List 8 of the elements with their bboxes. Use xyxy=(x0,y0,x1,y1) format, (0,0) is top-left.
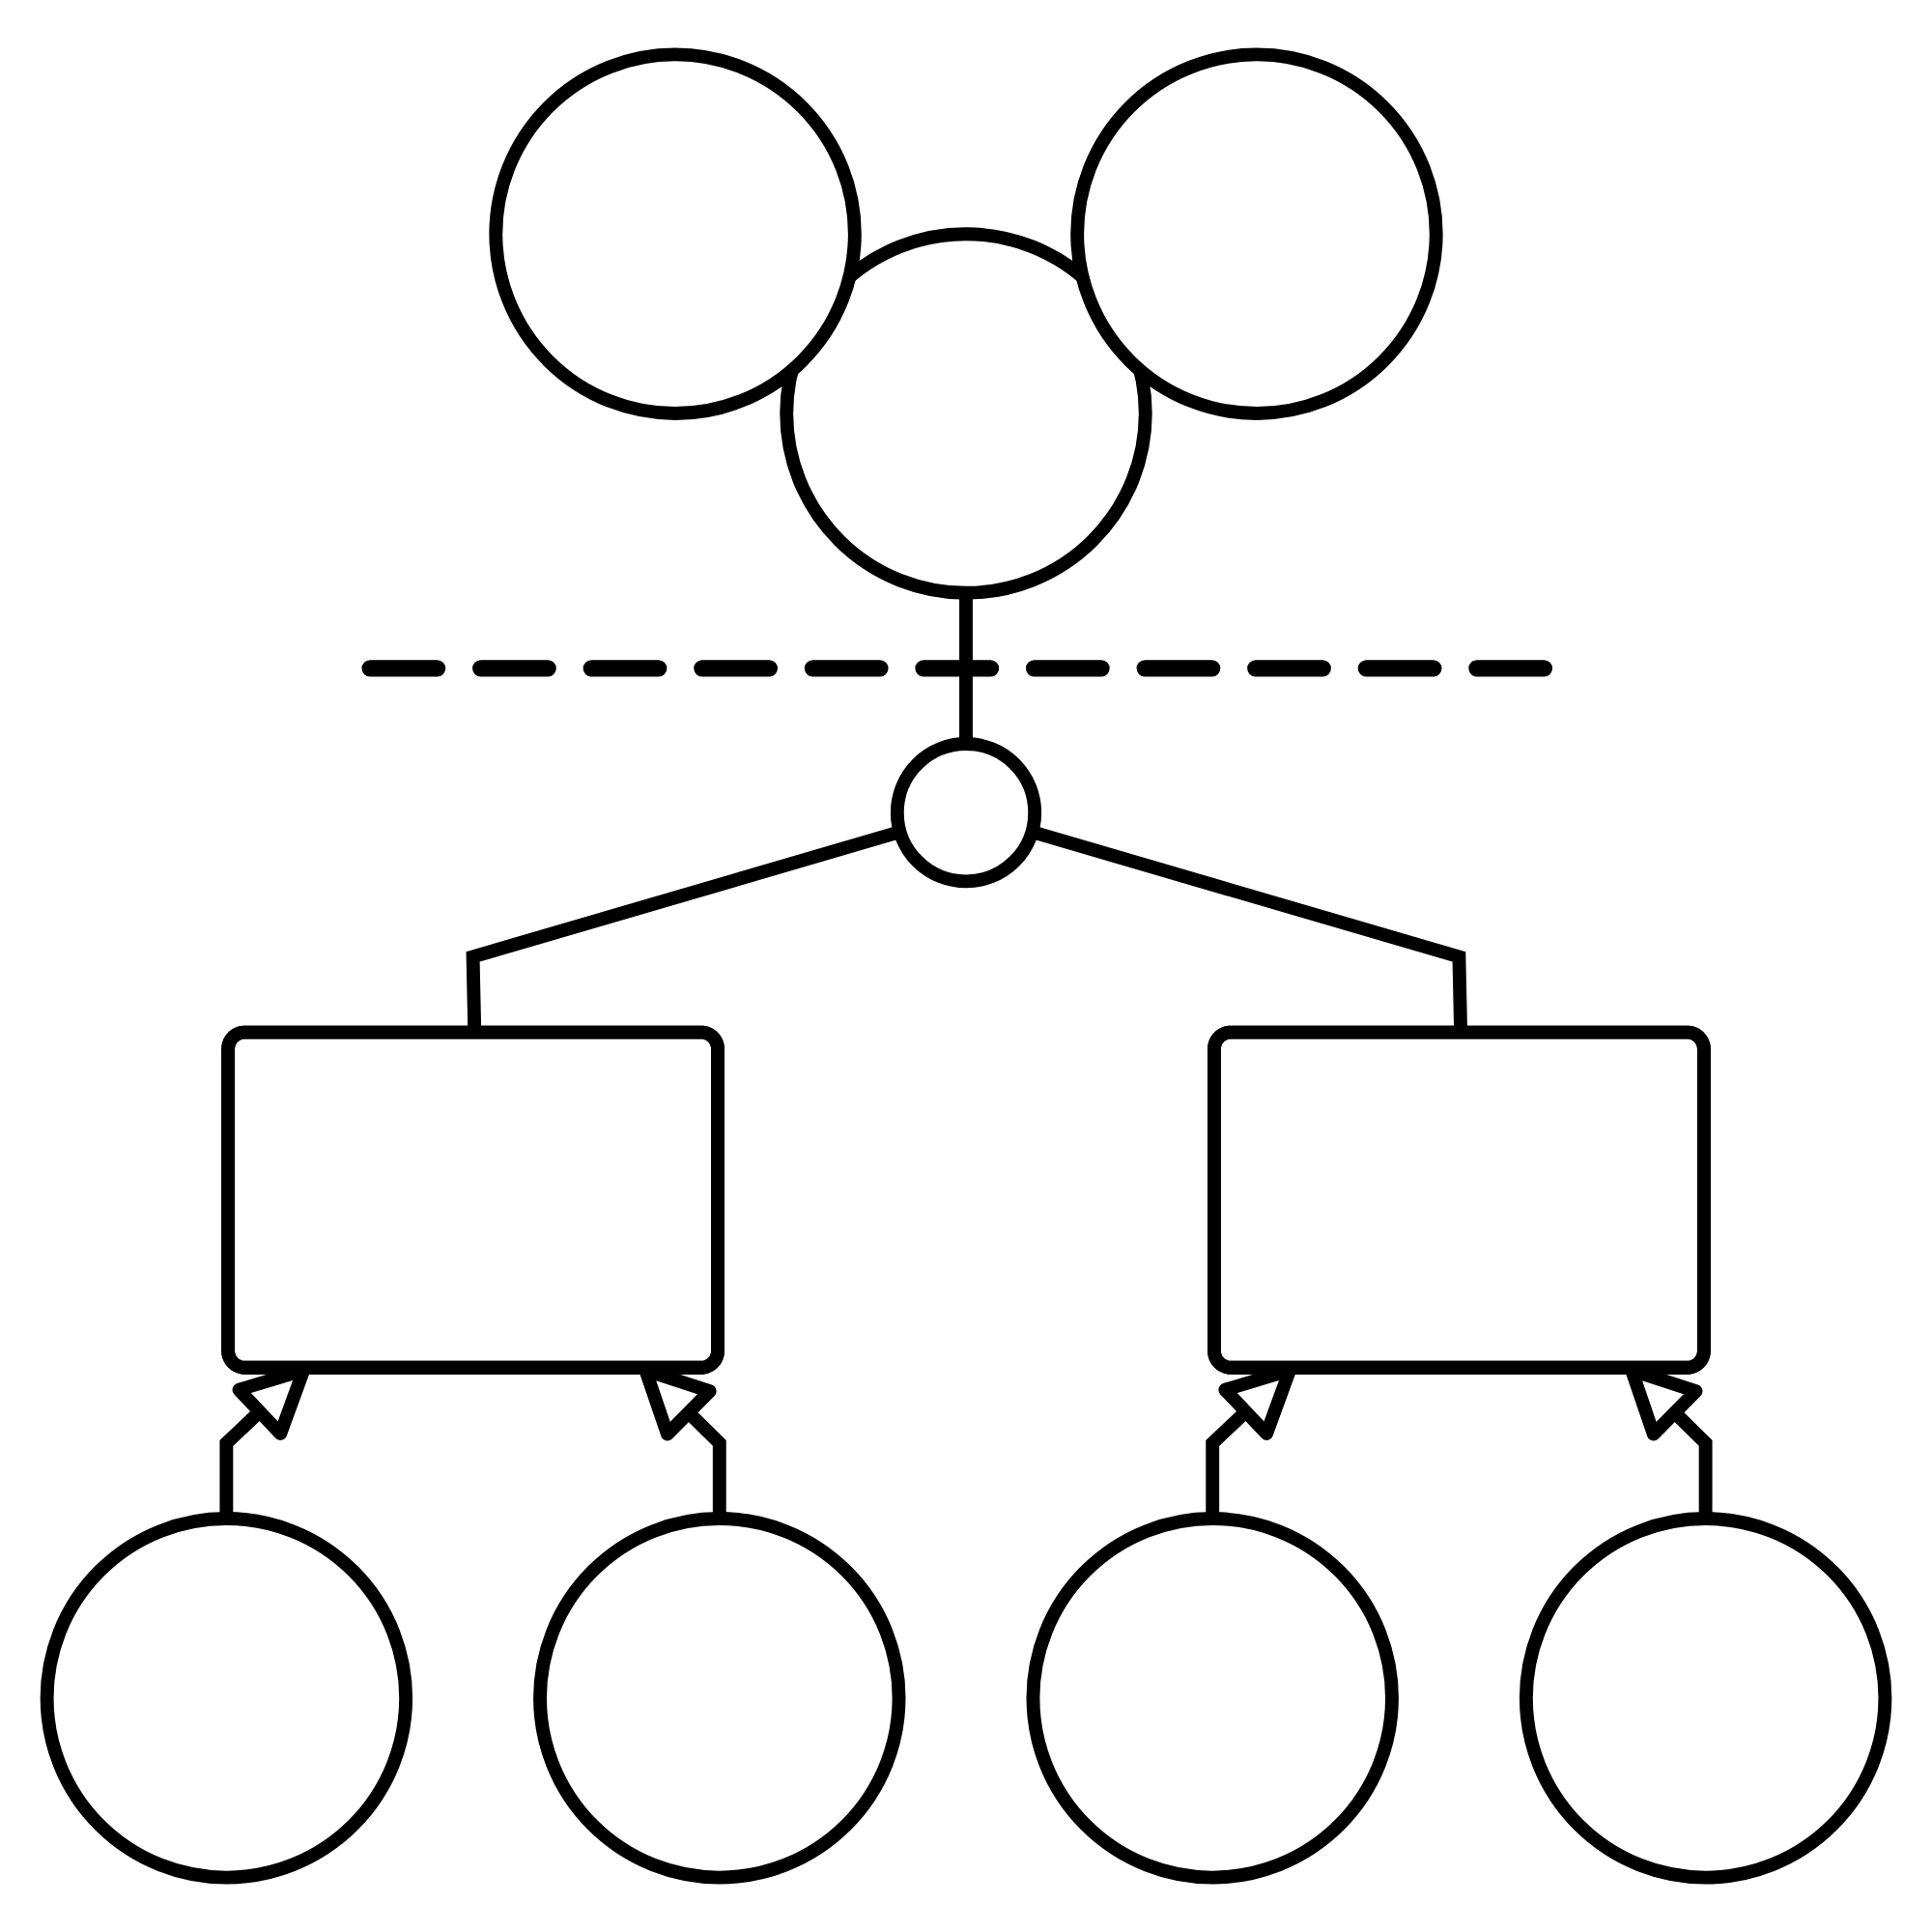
node-circle xyxy=(890,737,1042,889)
node-circle xyxy=(40,1512,413,1885)
node-circle xyxy=(1026,1512,1399,1885)
node-circle xyxy=(489,47,862,420)
node-circle xyxy=(1519,1512,1892,1885)
node-circle xyxy=(533,1512,906,1885)
node-circle xyxy=(780,227,1152,600)
node-circle xyxy=(1070,47,1443,420)
